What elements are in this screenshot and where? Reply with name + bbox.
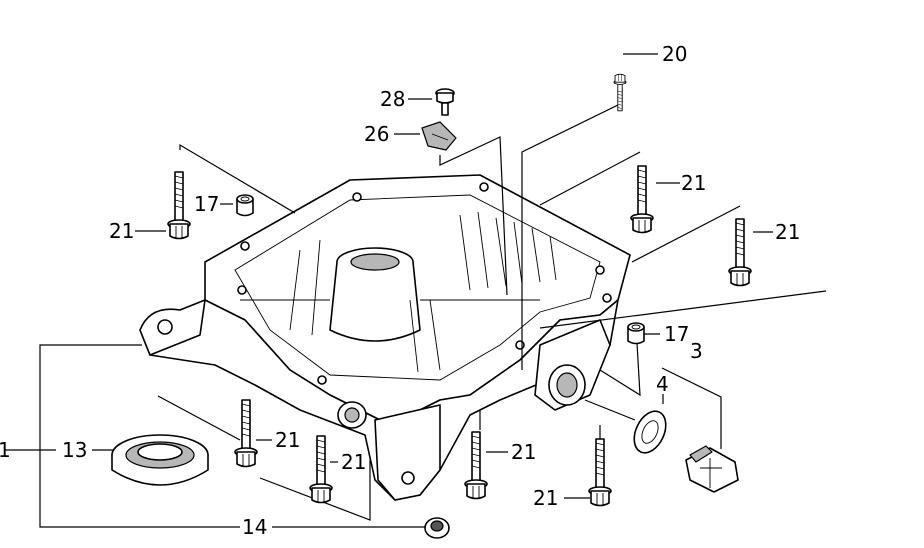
bolt-21-lower-c	[464, 431, 488, 500]
callout-1: 1	[0, 438, 11, 462]
bolt-28	[435, 88, 455, 116]
callout-3: 3	[690, 339, 703, 363]
callout-26: 26	[364, 122, 389, 146]
callout-20: 20	[662, 42, 687, 66]
sealing-washer-4	[633, 410, 667, 454]
callout-4: 4	[656, 372, 669, 396]
callout-labels: 20 28 26 17 21 21 21 17 3 4 1 13 21 21 2…	[0, 42, 800, 539]
callout-21-lower-c: 21	[511, 440, 536, 464]
oil-seal-13	[111, 434, 209, 486]
callout-21-lower-a: 21	[275, 428, 300, 452]
callout-21-right-far: 21	[775, 220, 800, 244]
flange-nut-14	[424, 517, 450, 539]
bolt-21-right-far	[728, 218, 752, 287]
callout-21-left: 21	[109, 219, 134, 243]
bolt-21-lower-d	[588, 438, 612, 507]
callout-21-right-upper: 21	[681, 171, 706, 195]
bolt-21-right-upper	[630, 165, 654, 234]
bolt-21-lower-a	[234, 399, 258, 468]
dowel-pin-17-upper	[236, 194, 254, 217]
dowel-pin-17-lower	[627, 322, 645, 345]
callout-21-lower-b: 21	[341, 450, 366, 474]
callout-13: 13	[62, 438, 87, 462]
bolt-21-lower-b	[309, 435, 333, 504]
bolt-21-left	[167, 171, 191, 240]
bolt-20	[613, 73, 627, 112]
drain-plug-3	[685, 445, 739, 493]
callout-17-lower: 17	[664, 322, 689, 346]
oil-pan-case	[139, 174, 631, 501]
wire-clip-26	[421, 121, 457, 151]
callout-17-upper: 17	[194, 192, 219, 216]
callout-28: 28	[380, 87, 405, 111]
callout-21-lower-d: 21	[533, 486, 558, 510]
callout-14: 14	[242, 515, 267, 539]
